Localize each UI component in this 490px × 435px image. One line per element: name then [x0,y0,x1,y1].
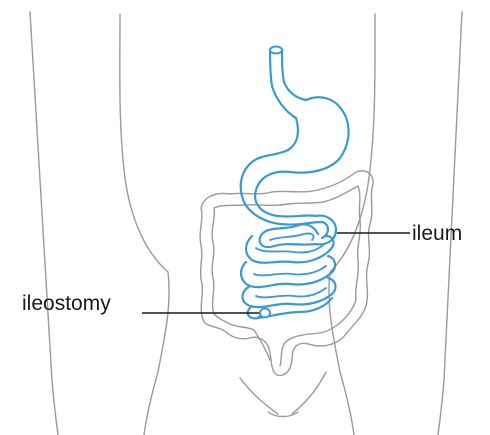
intestine-loop-1 [260,224,318,247]
intestine-loop-1-inner [270,233,314,240]
pelvis-left-fold [240,378,278,414]
ileostomy-label: ileostomy [22,292,111,315]
ileum-label: ileum [412,222,462,245]
intestine-loop-4-inner [256,288,326,297]
oesophagus-opening [270,47,282,54]
intestine-loop-4 [243,278,336,307]
small-intestine [241,216,336,319]
intestine-loop-3-inner [254,266,326,275]
colon-inner [212,186,360,366]
body-outline [30,12,462,435]
stomach [241,47,349,225]
ileostomy-stoma [260,309,270,318]
left-arm-edge [30,12,58,435]
torso-left-edge [120,14,169,435]
oesophagus-right-wall [282,50,306,100]
pelvis-right-fold [292,372,326,414]
